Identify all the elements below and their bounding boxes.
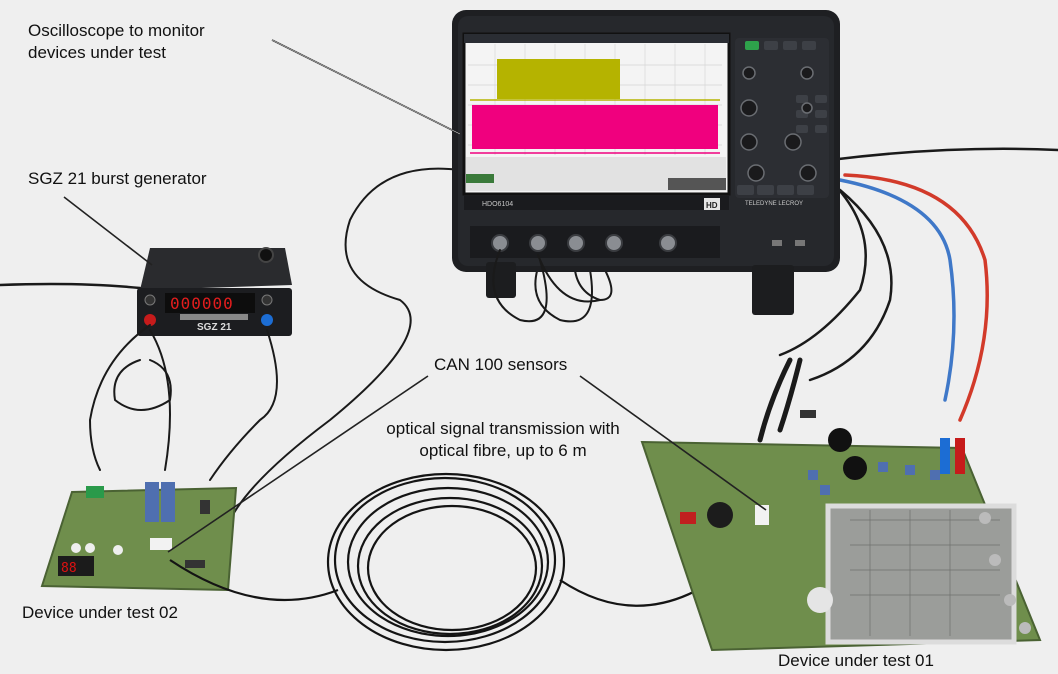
label-oscilloscope: Oscilloscope to monitor devices under te…	[28, 20, 205, 64]
trace-yellow	[497, 59, 620, 99]
label-dut02: Device under test 02	[22, 603, 178, 622]
annotation-lines	[63, 39, 767, 553]
optical-fibre-coil	[169, 472, 764, 652]
background-cables	[0, 147, 1058, 521]
svg-text:HD: HD	[706, 201, 718, 210]
label-dut01: Device under test 01	[778, 651, 934, 670]
hd-badge	[704, 198, 720, 210]
label-oscilloscope-line1: Oscilloscope to monitor	[28, 21, 205, 40]
device-under-test-02: 88	[40, 482, 238, 592]
label-burst-generator: SGZ 21 burst generator	[28, 169, 207, 188]
trace-magenta	[472, 105, 718, 149]
probe-cables	[492, 249, 601, 323]
scope-probes	[757, 357, 816, 443]
svg-text:88: 88	[61, 561, 77, 576]
oscilloscope-model: HDO6104	[482, 201, 513, 208]
label-optical-line2: optical fibre, up to 6 m	[419, 441, 587, 460]
channel-connectors	[491, 234, 677, 252]
oscilloscope-brand: TELEDYNE LECROY	[745, 201, 803, 207]
label-optical: optical signal transmission with optical…	[372, 418, 634, 462]
oscilloscope: HDO6104 HD TELEDYNE LECROY	[452, 10, 840, 315]
svg-text:000000: 000000	[170, 294, 234, 313]
label-optical-line1: optical signal transmission with	[386, 419, 620, 438]
burst-generator: 000000 SGZ 21	[137, 247, 292, 336]
label-can-sensors: CAN 100 sensors	[434, 355, 568, 374]
generator-cables	[89, 324, 278, 481]
label-oscilloscope-line2: devices under test	[28, 43, 166, 62]
generator-model: SGZ 21	[197, 322, 232, 333]
device-under-test-01	[640, 428, 1042, 652]
generator-display	[165, 293, 255, 313]
